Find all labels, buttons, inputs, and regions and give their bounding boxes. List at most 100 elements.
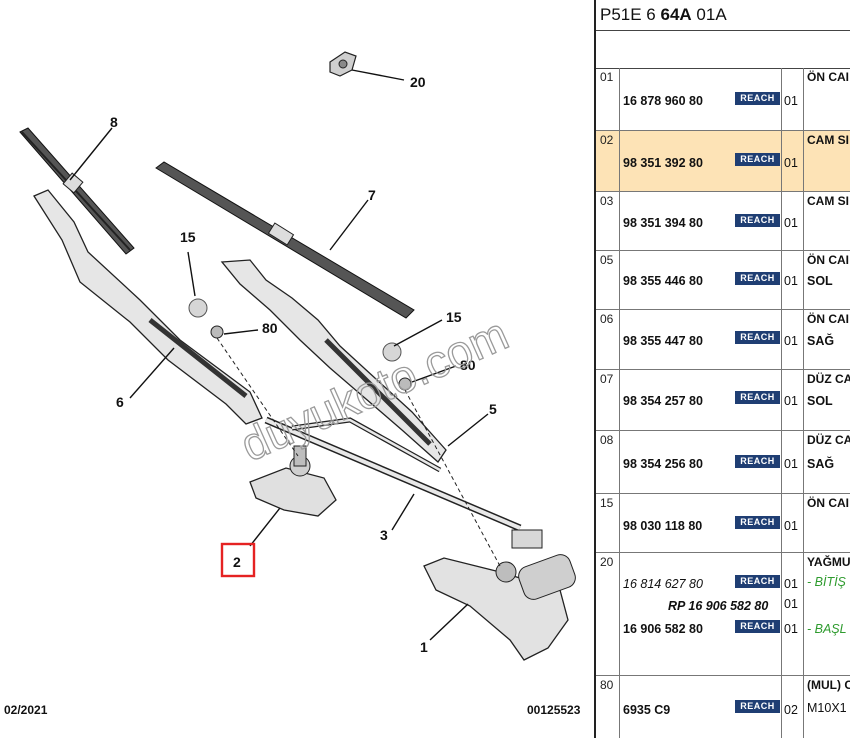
description: (MUL) C [807, 678, 850, 692]
description: ÖN CAI [807, 496, 849, 510]
part-row[interactable]: 05 98 355 446 80 REACH 01 ÖN CAI SOL [596, 251, 850, 310]
part-row[interactable]: 80 6935 C9 REACH 02 (MUL) C M10X1 [596, 676, 850, 738]
callout-1[interactable]: 1 [420, 639, 428, 655]
part-3-linkage-rod [264, 416, 522, 532]
part-row[interactable]: 03 98 351 394 80 REACH 01 CAM SI [596, 192, 850, 251]
callout-2[interactable]: 2 [233, 554, 241, 570]
part-number[interactable]: 98 355 446 80 [623, 274, 703, 288]
quantity: 02 [784, 703, 798, 717]
part-row[interactable]: 06 98 355 447 80 REACH 01 ÖN CAI SAĞ [596, 310, 850, 370]
part-row[interactable]: 01 16 878 960 80 REACH 01 ÖN CAI [596, 68, 850, 131]
quantity: 01 [784, 274, 798, 288]
row-number: 05 [600, 253, 614, 267]
callout-80-right[interactable]: 80 [460, 357, 476, 373]
side: SAĞ [807, 457, 835, 471]
callout-7[interactable]: 7 [368, 187, 376, 203]
callout-3[interactable]: 3 [380, 527, 388, 543]
part-20-sensor [329, 51, 357, 77]
row-number: 01 [600, 70, 614, 84]
row-number: 08 [600, 433, 614, 447]
reach-badge: REACH [735, 620, 780, 633]
callout-5[interactable]: 5 [489, 401, 497, 417]
callout-20[interactable]: 20 [410, 74, 426, 90]
description: ÖN CAI [807, 312, 849, 326]
wiper-assembly-drawing: 20 8 7 15 80 15 80 6 5 3 2 1 duyukoto.co… [19, 51, 576, 661]
quantity: 01 [784, 457, 798, 471]
side: SAĞ [807, 334, 835, 348]
part-2-pivot [249, 445, 337, 517]
quantity: 01 [784, 622, 798, 636]
row-number: 03 [600, 194, 614, 208]
callout-6[interactable]: 6 [116, 394, 124, 410]
part-number[interactable]: 98 354 256 80 [623, 457, 703, 471]
description: ÖN CAI [807, 253, 849, 267]
part-number[interactable]: 98 030 118 80 [623, 519, 703, 533]
ref-suffix: 01A [691, 5, 727, 24]
row-number: 80 [600, 678, 614, 692]
parts-list-panel: P51E 6 64A 01A 01 16 878 960 80 REACH 01… [594, 0, 850, 738]
part-number[interactable]: 16 878 960 80 [623, 94, 703, 108]
quantity: 01 [784, 94, 798, 108]
part-5-wiper-arm [220, 259, 447, 463]
reach-badge: REACH [735, 575, 780, 588]
description: CAM SI [807, 194, 849, 208]
quantity: 01 [784, 216, 798, 230]
part-number-superseded[interactable]: 16 814 627 80 [623, 577, 703, 591]
side: SOL [807, 274, 833, 288]
row-number: 20 [600, 555, 614, 569]
row-number: 06 [600, 312, 614, 326]
part-number-replacement[interactable]: RP 16 906 582 80 [668, 599, 769, 613]
quantity: 01 [784, 334, 798, 348]
part-number[interactable]: 98 351 392 80 [623, 156, 703, 170]
callout-8[interactable]: 8 [110, 114, 118, 130]
row-number: 15 [600, 496, 614, 510]
part-80-nut-left [210, 325, 224, 339]
description: DÜZ CA [807, 372, 850, 386]
callout-15-left[interactable]: 15 [180, 229, 196, 245]
description: YAĞMU [807, 555, 850, 569]
part-7-wiper-blade [155, 161, 415, 319]
side: M10X1 [807, 701, 847, 715]
exploded-parts-diagram: 20 8 7 15 80 15 80 6 5 3 2 1 duyukoto.co… [4, 51, 581, 717]
part-number[interactable]: 98 355 447 80 [623, 334, 703, 348]
callout-80-left[interactable]: 80 [262, 320, 278, 336]
reach-badge: REACH [735, 153, 780, 166]
reach-badge: REACH [735, 92, 780, 105]
part-number[interactable]: 16 906 582 80 [623, 622, 703, 636]
part-row[interactable]: 07 98 354 257 80 REACH 01 DÜZ CA SOL [596, 370, 850, 431]
part-row[interactable]: 15 98 030 118 80 REACH 01 ÖN CAI [596, 494, 850, 553]
part-15-cap-right [382, 342, 402, 362]
part-row-selected[interactable]: 02 98 351 392 80 REACH 01 CAM SI [596, 131, 850, 192]
row-number: 07 [600, 372, 614, 386]
ref-prefix: P51E 6 [600, 5, 661, 24]
note-end: - BİTİŞ [807, 575, 846, 589]
part-15-cap-left [188, 298, 208, 318]
callout-15-right[interactable]: 15 [446, 309, 462, 325]
leader-lines [69, 69, 489, 641]
description: ÖN CAI [807, 70, 849, 84]
reach-badge: REACH [735, 516, 780, 529]
ref-bold: 64A [660, 5, 692, 24]
header-blank-row [596, 30, 850, 69]
part-row-multi[interactable]: 20 YAĞMU 16 814 627 80 REACH 01 - BİTİŞ … [596, 553, 850, 676]
part-1-motor-assembly [423, 529, 576, 661]
row-number: 02 [600, 133, 614, 147]
side: SOL [807, 394, 833, 408]
quantity: 01 [784, 577, 798, 591]
part-number[interactable]: 98 354 257 80 [623, 394, 703, 408]
footer-code: 00125523 [527, 703, 581, 717]
footer-date: 02/2021 [4, 703, 48, 717]
reference-header: P51E 6 64A 01A [596, 0, 850, 31]
part-6-wiper-arm [33, 189, 263, 425]
note-start: - BAŞL [807, 622, 847, 636]
quantity: 01 [784, 597, 798, 611]
quantity: 01 [784, 156, 798, 170]
description: CAM SI [807, 133, 849, 147]
part-number[interactable]: 98 351 394 80 [623, 216, 703, 230]
part-row[interactable]: 08 98 354 256 80 REACH 01 DÜZ CA SAĞ [596, 431, 850, 494]
reach-badge: REACH [735, 391, 780, 404]
part-8-wiper-blade [19, 127, 135, 255]
part-number[interactable]: 6935 C9 [623, 703, 671, 717]
quantity: 01 [784, 394, 798, 408]
selected-callout-box [220, 542, 256, 578]
